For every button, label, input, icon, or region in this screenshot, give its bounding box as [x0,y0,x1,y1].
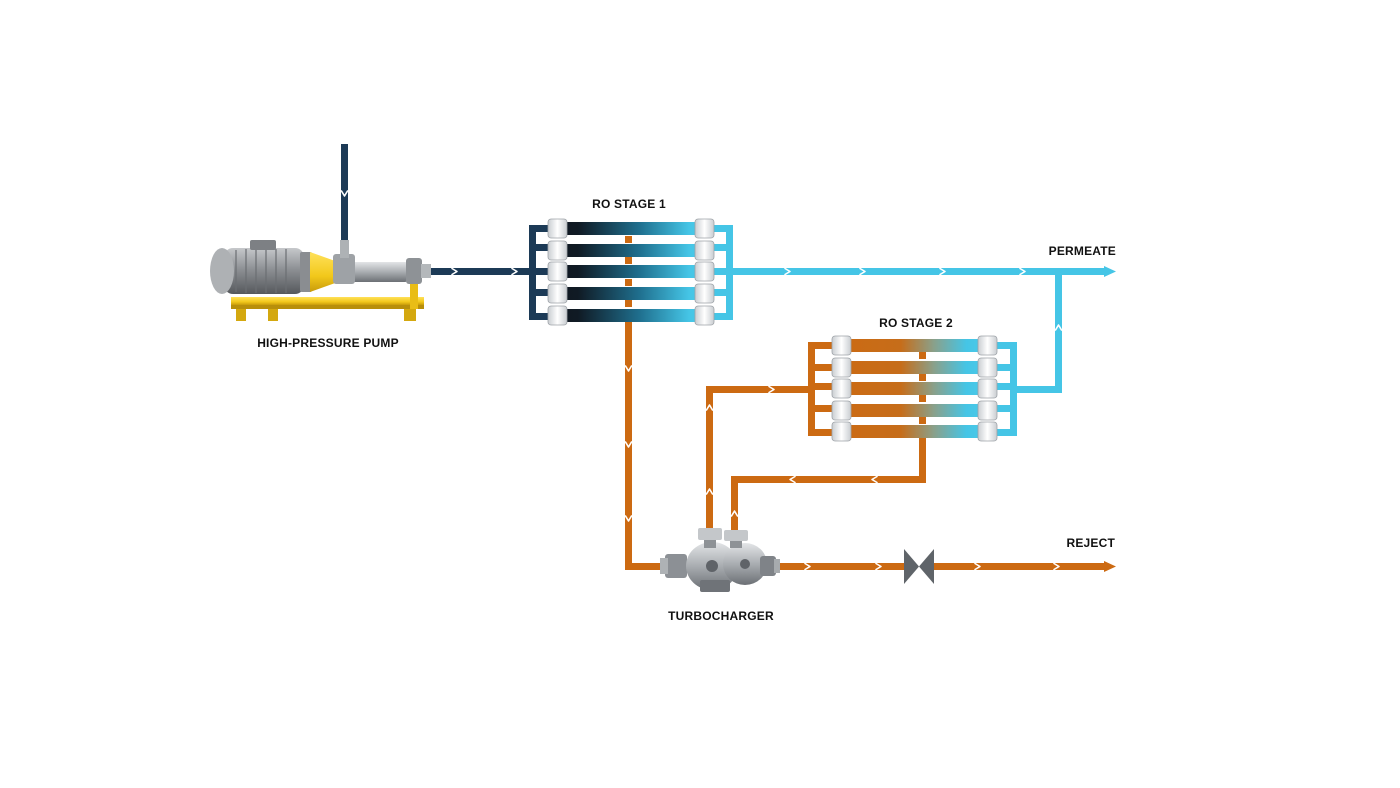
flow-direction-arrows [340,190,1063,571]
ro-stage-2-membrane-bank [831,335,998,442]
feed-water-lines [341,144,554,320]
ro-stage-1-label: RO STAGE 1 [592,197,666,211]
membrane-vessel [831,421,998,442]
permeate-label: PERMEATE [1049,244,1116,258]
high-pressure-pump-icon [210,240,431,321]
membrane-vessel [831,400,998,421]
ro-stage-1-membrane-bank [547,218,715,326]
high-pressure-pump-label: HIGH-PRESSURE PUMP [257,336,399,350]
valve-icon [904,549,934,584]
membrane-vessel [547,218,715,239]
membrane-vessel [547,240,715,261]
membrane-vessel [547,261,715,282]
membrane-vessel [831,335,998,356]
membrane-vessel [831,378,998,399]
reject-label: REJECT [1066,536,1115,550]
membrane-vessel [547,305,715,326]
brine-lines [625,320,1116,572]
turbocharger-icon [660,528,780,592]
membrane-vessel [547,283,715,304]
membrane-vessel [831,357,998,378]
ro-stage-2-label: RO STAGE 2 [879,316,953,330]
turbocharger-label: TURBOCHARGER [668,609,774,623]
permeate-lines [708,225,1116,436]
